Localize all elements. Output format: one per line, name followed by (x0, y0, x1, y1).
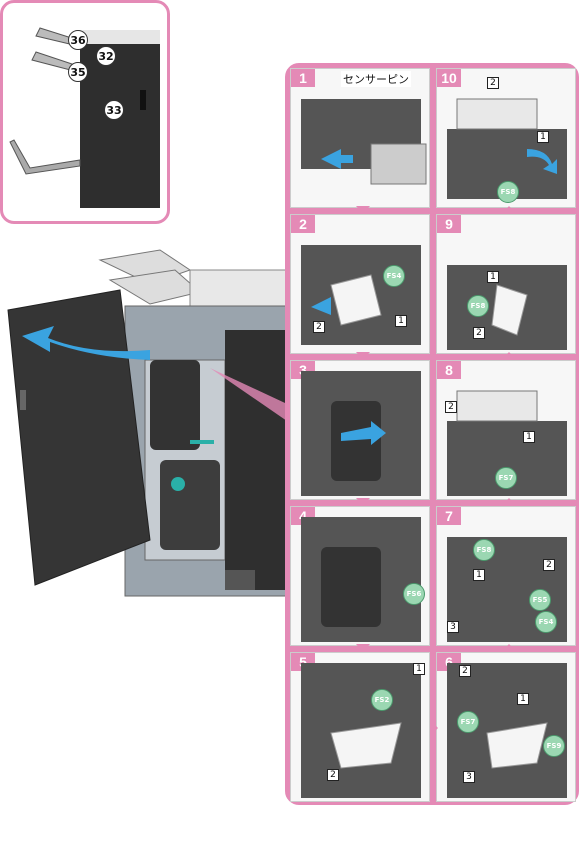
step-number: 10 (437, 69, 461, 87)
callout-36: 36 (68, 30, 88, 50)
machine-illustration (7, 249, 300, 597)
marker: 2 (313, 321, 325, 333)
marker: 2 (487, 77, 499, 89)
step-panel-4: 4 FS6 (290, 506, 430, 646)
marker: 3 (463, 771, 475, 783)
fs-badge: FS9 (543, 735, 565, 757)
fs-badge: FS5 (529, 589, 551, 611)
step-panel-7: 7 FS8 FS5 FS4 1 2 3 (436, 506, 576, 646)
marker: 2 (543, 559, 555, 571)
step-panel-6: 6 FS7 FS9 2 1 3 (436, 652, 576, 802)
marker: 3 (447, 621, 459, 633)
step-number: 1 (291, 69, 315, 87)
marker: 2 (473, 327, 485, 339)
fs-badge: FS8 (497, 181, 519, 203)
fs-badge: FS8 (467, 295, 489, 317)
marker: 1 (517, 693, 529, 705)
marker: 2 (327, 769, 339, 781)
fs-badge: FS7 (495, 467, 517, 489)
step-panel-2: 2 FS4 2 1 (290, 214, 430, 354)
callout-35: 35 (68, 62, 88, 82)
marker: 1 (473, 569, 485, 581)
step-panel-3: 3 (290, 360, 430, 500)
finisher-inset: 36 32 35 33 (0, 0, 170, 224)
fs-badge: FS4 (535, 611, 557, 633)
step-number: 8 (437, 361, 461, 379)
step-number: 2 (291, 215, 315, 233)
steps-frame: 1 センサーピン 10 2 1 FS8 2 FS4 2 1 9 FS8 1 2 … (285, 63, 579, 805)
callout-32: 32 (96, 46, 116, 66)
fs-badge: FS4 (383, 265, 405, 287)
step-panel-8: 8 2 1 FS7 (436, 360, 576, 500)
marker: 1 (413, 663, 425, 675)
step-panel-10: 10 2 1 FS8 (436, 68, 576, 208)
callout-33: 33 (104, 100, 124, 120)
step-panel-5: 5 FS2 1 2 (290, 652, 430, 802)
fs-badge: FS2 (371, 689, 393, 711)
step-panel-1: 1 センサーピン (290, 68, 430, 208)
sensor-pin-label: センサーピン (341, 71, 411, 87)
marker: 1 (487, 271, 499, 283)
fs-badge: FS8 (473, 539, 495, 561)
step-number: 7 (437, 507, 461, 525)
marker: 2 (445, 401, 457, 413)
finisher-drawing (9, 27, 160, 208)
step-panel-9: 9 FS8 1 2 (436, 214, 576, 354)
fs-badge: FS6 (403, 583, 425, 605)
marker: 1 (537, 131, 549, 143)
marker: 1 (523, 431, 535, 443)
fs-badge: FS7 (457, 711, 479, 733)
marker: 2 (459, 665, 471, 677)
step-number: 9 (437, 215, 461, 233)
marker: 1 (395, 315, 407, 327)
